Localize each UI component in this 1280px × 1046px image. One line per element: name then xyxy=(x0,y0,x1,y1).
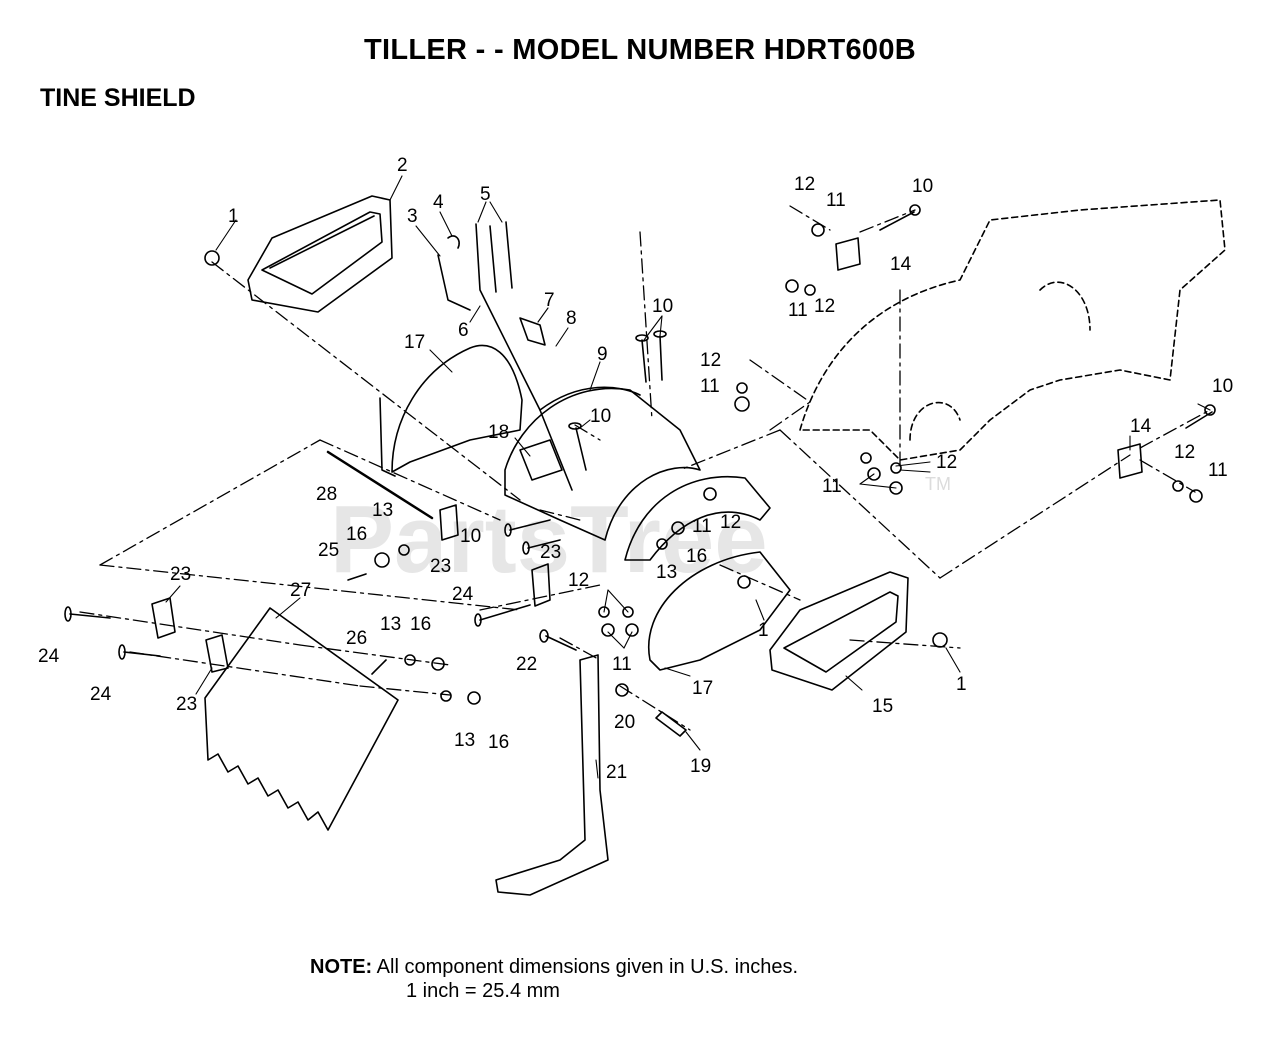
section-title: TINE SHIELD xyxy=(40,84,196,112)
callout-23-a: 23 xyxy=(170,564,191,585)
callout-11-e: 11 xyxy=(692,516,712,537)
pin-19 xyxy=(655,711,687,737)
callout-1-b: 1 xyxy=(758,620,769,641)
callout-12-e: 12 xyxy=(720,512,741,533)
callout-6: 6 xyxy=(458,320,469,341)
callout-20: 20 xyxy=(614,712,635,733)
callout-10-d: 10 xyxy=(1212,376,1233,397)
callout-10-b: 10 xyxy=(590,406,611,427)
callout-12-c: 12 xyxy=(700,350,721,371)
callout-23-c: 23 xyxy=(540,542,561,563)
callout-11-b: 11 xyxy=(788,300,808,321)
callout-13-c: 13 xyxy=(380,614,401,635)
tiller-frame xyxy=(799,199,1226,461)
flap-lower xyxy=(647,551,791,671)
note-conversion: 1 inch = 25.4 mm xyxy=(406,980,560,1002)
callout-11-a: 11 xyxy=(826,190,846,211)
watermark-tm: TM xyxy=(925,474,951,494)
callout-24-c: 24 xyxy=(452,584,474,605)
callout-19: 19 xyxy=(690,756,711,777)
callout-12-b: 12 xyxy=(814,296,835,317)
callout-15: 15 xyxy=(872,696,893,717)
callout-9: 9 xyxy=(597,344,608,365)
leader-lines xyxy=(165,175,1211,779)
bracket-18 xyxy=(519,439,563,481)
callout-25: 25 xyxy=(318,540,339,561)
callout-3: 3 xyxy=(407,206,418,227)
depth-bar-21 xyxy=(495,654,609,896)
callout-10-e: 10 xyxy=(460,526,481,547)
drag-bar-27 xyxy=(204,607,399,831)
fasteners xyxy=(204,204,1216,705)
bracket-23-a xyxy=(439,504,459,541)
diagram-title: TILLER - - MODEL NUMBER HDRT600B xyxy=(363,34,917,66)
callout-8: 8 xyxy=(566,308,577,329)
callout-14-b: 14 xyxy=(1130,416,1152,437)
callout-24-b: 24 xyxy=(90,684,112,705)
callout-11-d: 11 xyxy=(822,476,842,497)
callouts: 1 2 3 4 5 6 7 8 9 10 10 10 10 10 11 11 1… xyxy=(38,155,1233,783)
callout-13-a: 13 xyxy=(372,500,393,521)
shield-right xyxy=(769,571,909,691)
callout-11-g: 11 xyxy=(1208,460,1228,481)
callout-17-b: 17 xyxy=(692,678,713,699)
callout-11-c: 11 xyxy=(700,376,720,397)
callout-27: 27 xyxy=(290,580,311,601)
callout-17-a: 17 xyxy=(404,332,425,353)
plate-14-upper xyxy=(835,237,861,271)
callout-12-d: 12 xyxy=(936,452,957,473)
bracket-23-b xyxy=(531,563,551,607)
bolts xyxy=(64,211,1213,675)
plate-14-right xyxy=(1117,443,1143,479)
assembly-lines xyxy=(79,205,1211,731)
callout-11-f: 11 xyxy=(612,654,632,675)
rod-28 xyxy=(326,450,434,520)
callout-16-c: 16 xyxy=(410,614,431,635)
note-line-1: NOTE: All component dimensions given in … xyxy=(310,955,798,979)
callout-12-a: 12 xyxy=(794,174,815,195)
callout-16-d: 16 xyxy=(488,732,509,753)
callout-12-f: 12 xyxy=(568,570,589,591)
callout-1-c: 1 xyxy=(956,674,967,695)
callout-12-g: 12 xyxy=(1174,442,1195,463)
callout-10-a: 10 xyxy=(652,296,673,317)
callout-1: 1 xyxy=(228,206,239,227)
note-text: All component dimensions given in U.S. i… xyxy=(376,956,798,978)
callout-5: 5 xyxy=(480,184,491,205)
note-label: NOTE: xyxy=(310,956,373,978)
callout-21: 21 xyxy=(606,762,627,783)
bracket-23-d xyxy=(205,634,229,673)
callout-22: 22 xyxy=(516,654,537,675)
depth-lever xyxy=(437,221,573,491)
callout-28: 28 xyxy=(316,484,337,505)
callout-10-c: 10 xyxy=(912,176,933,197)
callout-26: 26 xyxy=(346,628,367,649)
callout-13-d: 13 xyxy=(454,730,475,751)
callout-23-d: 23 xyxy=(176,694,197,715)
callout-23-b: 23 xyxy=(430,556,451,577)
callout-13-b: 13 xyxy=(656,562,677,583)
tine-hood xyxy=(504,386,701,541)
callout-14-a: 14 xyxy=(890,254,912,275)
callout-7: 7 xyxy=(544,290,555,311)
callout-24-a: 24 xyxy=(38,646,60,667)
note-block: NOTE: All component dimensions given in … xyxy=(310,955,798,1002)
shield-left xyxy=(247,195,393,313)
bracket-23-c xyxy=(151,597,176,639)
shield-middle xyxy=(624,476,771,561)
flap-upper xyxy=(379,344,523,477)
callout-18: 18 xyxy=(488,422,509,443)
callout-4: 4 xyxy=(433,192,444,213)
callout-16-b: 16 xyxy=(686,546,707,567)
callout-2: 2 xyxy=(397,155,408,176)
callout-16-a: 16 xyxy=(346,524,367,545)
